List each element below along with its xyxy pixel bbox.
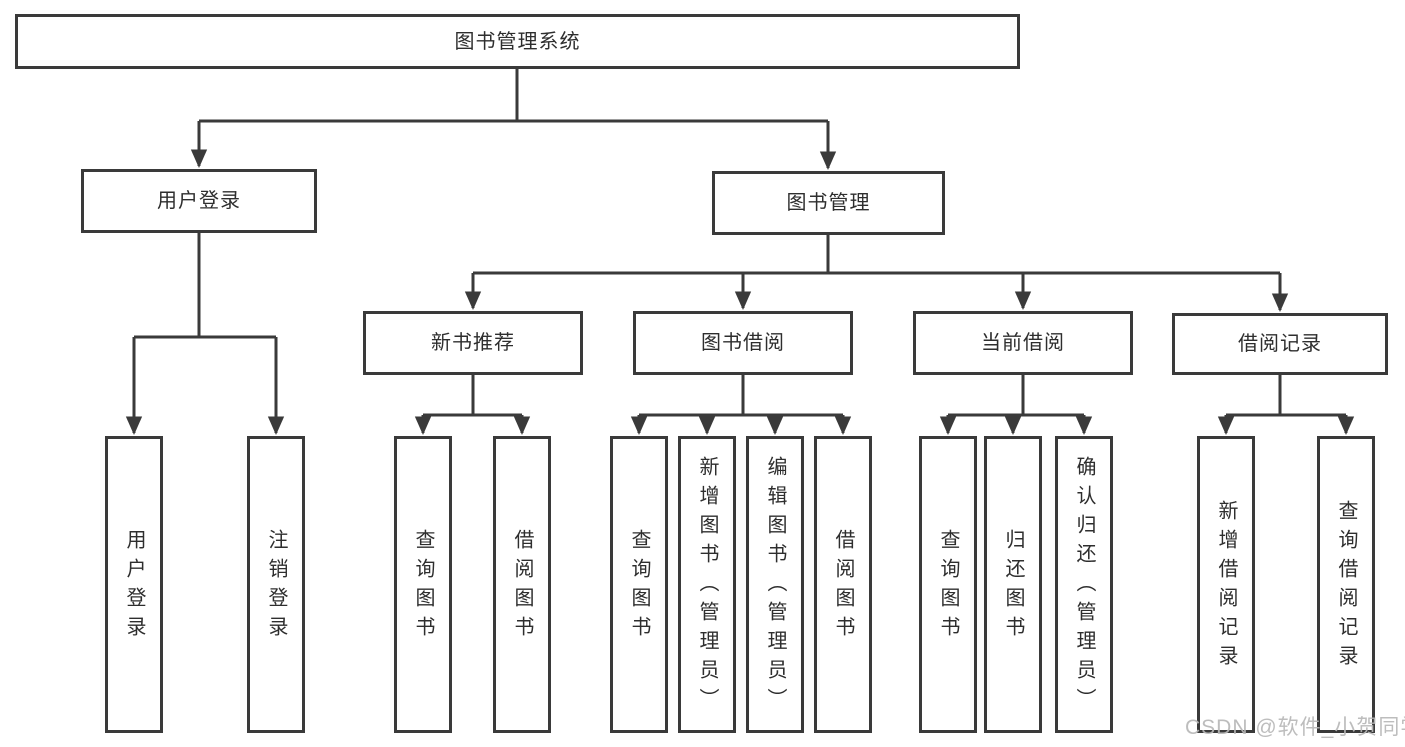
leaf-query-book-recommend: 查询图书 <box>394 436 452 733</box>
leaf-logout: 注销登录 <box>247 436 305 733</box>
node-new-book-recommend: 新书推荐 <box>363 311 583 375</box>
node-user-login: 用户登录 <box>81 169 317 233</box>
leaf-query-book-current: 查询图书 <box>919 436 977 733</box>
leaf-confirm-return-admin: 确认归还（管理员） <box>1055 436 1113 733</box>
leaf-return-book: 归还图书 <box>984 436 1042 733</box>
leaf-add-book-admin: 新增图书（管理员） <box>678 436 736 733</box>
leaf-edit-book-admin: 编辑图书（管理员） <box>746 436 804 733</box>
leaf-user-login: 用户登录 <box>105 436 163 733</box>
node-book-management: 图书管理 <box>712 171 945 235</box>
leaf-query-borrow-record: 查询借阅记录 <box>1317 436 1375 733</box>
csdn-watermark: CSDN @软件_小贺同学 <box>1185 716 1405 739</box>
node-root-system: 图书管理系统 <box>15 14 1020 69</box>
leaf-query-book-borrowing: 查询图书 <box>610 436 668 733</box>
leaf-add-borrow-record: 新增借阅记录 <box>1197 436 1255 733</box>
leaf-borrow-book-borrowing: 借阅图书 <box>814 436 872 733</box>
node-borrowing-records: 借阅记录 <box>1172 313 1388 375</box>
leaf-borrow-book-recommend: 借阅图书 <box>493 436 551 733</box>
node-current-borrowing: 当前借阅 <box>913 311 1133 375</box>
node-book-borrowing: 图书借阅 <box>633 311 853 375</box>
